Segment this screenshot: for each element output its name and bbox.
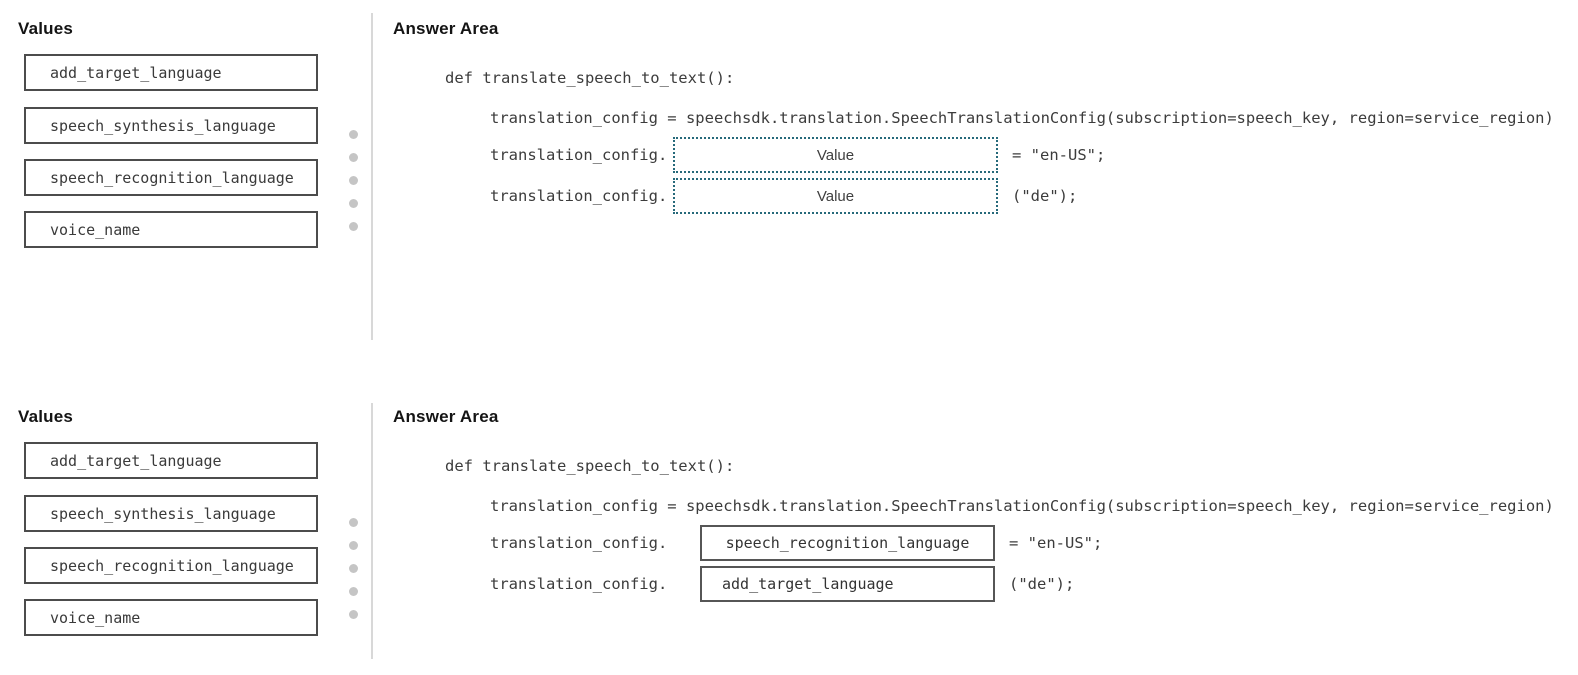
value-speech-recognition-language[interactable]: speech_recognition_language [24, 547, 318, 584]
code-row-1: translation_config. Value = "en-US"; [490, 137, 1105, 173]
dot [349, 153, 358, 162]
dot [349, 199, 358, 208]
code-prefix: translation_config. [490, 187, 668, 205]
code-suffix: = "en-US"; [1012, 146, 1106, 164]
code-prefix: translation_config. [490, 575, 668, 593]
panel-unanswered: Values add_target_language speech_synthe… [0, 13, 1578, 365]
dot [349, 130, 358, 139]
code-line-config: translation_config = speechsdk.translati… [490, 497, 1554, 515]
dot [349, 610, 358, 619]
dot [349, 222, 358, 231]
dot [349, 518, 358, 527]
dot [349, 176, 358, 185]
answer-area-title: Answer Area [393, 19, 499, 38]
code-suffix: = "en-US"; [1009, 534, 1103, 552]
code-prefix: translation_config. [490, 146, 668, 164]
code-prefix: translation_config. [490, 534, 668, 552]
value-voice-name[interactable]: voice_name [24, 211, 318, 248]
dot [349, 541, 358, 550]
code-row-2: translation_config. add_target_language … [490, 566, 1074, 602]
dots-separator [349, 130, 358, 231]
dot [349, 564, 358, 573]
values-title: Values [18, 19, 74, 38]
dots-separator [349, 518, 358, 619]
values-title: Values [18, 407, 74, 426]
code-row-1: translation_config. speech_recognition_l… [490, 525, 1102, 561]
code-line-def: def translate_speech_to_text(): [445, 457, 735, 475]
answer-slot-row1[interactable]: Value [673, 137, 998, 173]
value-add-target-language[interactable]: add_target_language [24, 442, 318, 479]
value-speech-synthesis-language[interactable]: speech_synthesis_language [24, 495, 318, 532]
value-voice-name[interactable]: voice_name [24, 599, 318, 636]
answer-slot-row2-filled[interactable]: add_target_language [700, 566, 995, 602]
vertical-divider [371, 403, 373, 659]
code-line-def: def translate_speech_to_text(): [445, 69, 735, 87]
code-line-config: translation_config = speechsdk.translati… [490, 109, 1554, 127]
vertical-divider [371, 13, 373, 340]
value-speech-recognition-language[interactable]: speech_recognition_language [24, 159, 318, 196]
answer-area-title: Answer Area [393, 407, 499, 426]
answer-slot-row2[interactable]: Value [673, 178, 998, 214]
code-suffix: ("de"); [1012, 187, 1078, 205]
answer-slot-row1-filled[interactable]: speech_recognition_language [700, 525, 995, 561]
value-speech-synthesis-language[interactable]: speech_synthesis_language [24, 107, 318, 144]
dot [349, 587, 358, 596]
panel-answered: Values add_target_language speech_synthe… [0, 403, 1578, 675]
code-row-2: translation_config. Value ("de"); [490, 178, 1077, 214]
value-add-target-language[interactable]: add_target_language [24, 54, 318, 91]
code-suffix: ("de"); [1009, 575, 1075, 593]
